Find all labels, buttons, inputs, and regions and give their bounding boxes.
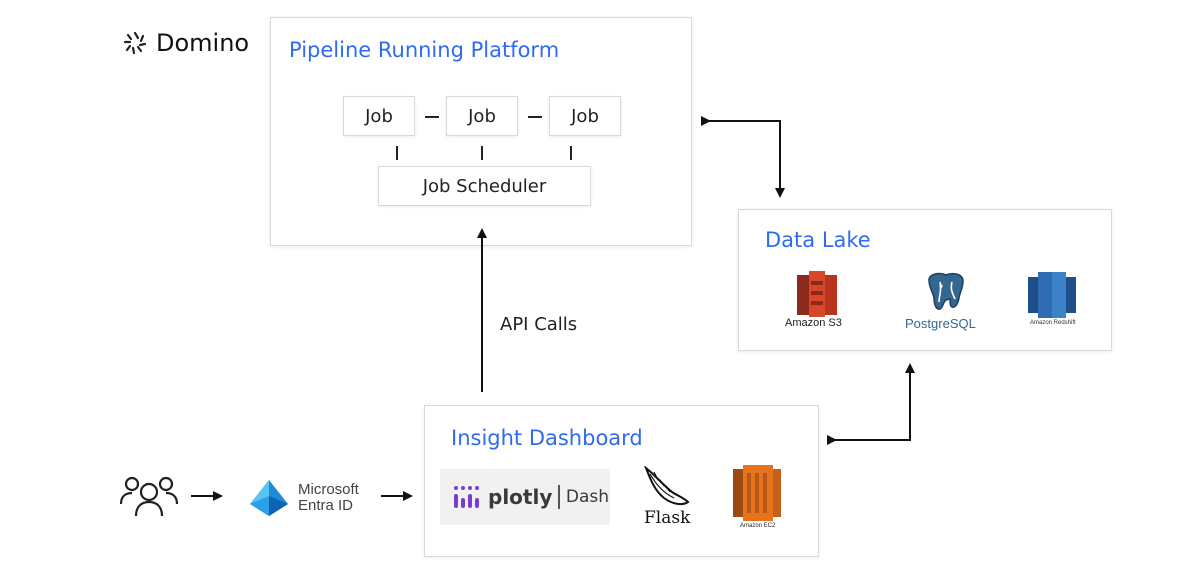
- amazon-s3-icon: [797, 271, 837, 317]
- job-box-1: Job: [343, 96, 415, 136]
- amazon-redshift-logo: Amazon Redshift: [1022, 269, 1082, 331]
- microsoft-entra-text: Microsoft Entra ID: [298, 482, 359, 514]
- amazon-redshift-label: Amazon Redshift: [1030, 320, 1076, 326]
- plotly-label: plotly: [488, 485, 553, 509]
- dash-label: Dash: [565, 487, 610, 507]
- users-group-icon: [119, 476, 179, 517]
- job-box-3: Job: [549, 96, 621, 136]
- amazon-redshift-icon: [1028, 272, 1076, 318]
- job-scheduler-link-2: [481, 146, 483, 160]
- postgresql-logo: PostgreSQL: [905, 272, 987, 332]
- amazon-ec2-label: Amazon EC2: [740, 523, 776, 529]
- pipeline-title: Pipeline Running Platform: [289, 38, 560, 62]
- plotly-divider: [558, 485, 560, 509]
- microsoft-entra-logo: Microsoft Entra ID: [246, 478, 359, 518]
- postgresql-label-part1: Postgre: [905, 316, 950, 331]
- microsoft-entra-line2: Entra ID: [298, 497, 354, 514]
- job-box-2: Job: [446, 96, 518, 136]
- job-connector-2: [528, 116, 542, 118]
- domino-logo-icon: [123, 31, 147, 55]
- plotly-icon: [454, 486, 479, 508]
- plotly-dash-logo: plotly Dash: [440, 469, 610, 525]
- postgresql-label: PostgreSQL: [905, 316, 976, 331]
- amazon-s3-label: Amazon S3: [785, 317, 842, 329]
- brand: Domino: [122, 29, 249, 57]
- job-scheduler-link-1: [396, 146, 398, 160]
- microsoft-entra-icon: [250, 480, 288, 516]
- brand-name: Domino: [156, 29, 250, 57]
- amazon-ec2-icon: [733, 465, 781, 521]
- job-scheduler-link-3: [570, 146, 572, 160]
- arrow-dashboard-datalake: [827, 363, 915, 445]
- flask-label: Flask: [644, 508, 691, 528]
- api-calls-label: API Calls: [500, 314, 578, 335]
- postgresql-label-part2: SQL: [949, 316, 976, 331]
- insight-dashboard-title: Insight Dashboard: [451, 426, 643, 450]
- data-lake-title: Data Lake: [765, 228, 871, 252]
- flask-horn-icon: [643, 464, 690, 506]
- flask-logo: Flask: [640, 464, 696, 528]
- microsoft-entra-line1: Microsoft: [298, 481, 359, 498]
- arrow-pipeline-datalake: [701, 116, 785, 198]
- amazon-ec2-logo: Amazon EC2: [727, 465, 785, 531]
- amazon-s3-logo: Amazon S3: [783, 271, 851, 331]
- job-scheduler-box: Job Scheduler: [378, 166, 591, 206]
- job-connector-1: [425, 116, 439, 118]
- postgresql-elephant-icon: [928, 272, 964, 310]
